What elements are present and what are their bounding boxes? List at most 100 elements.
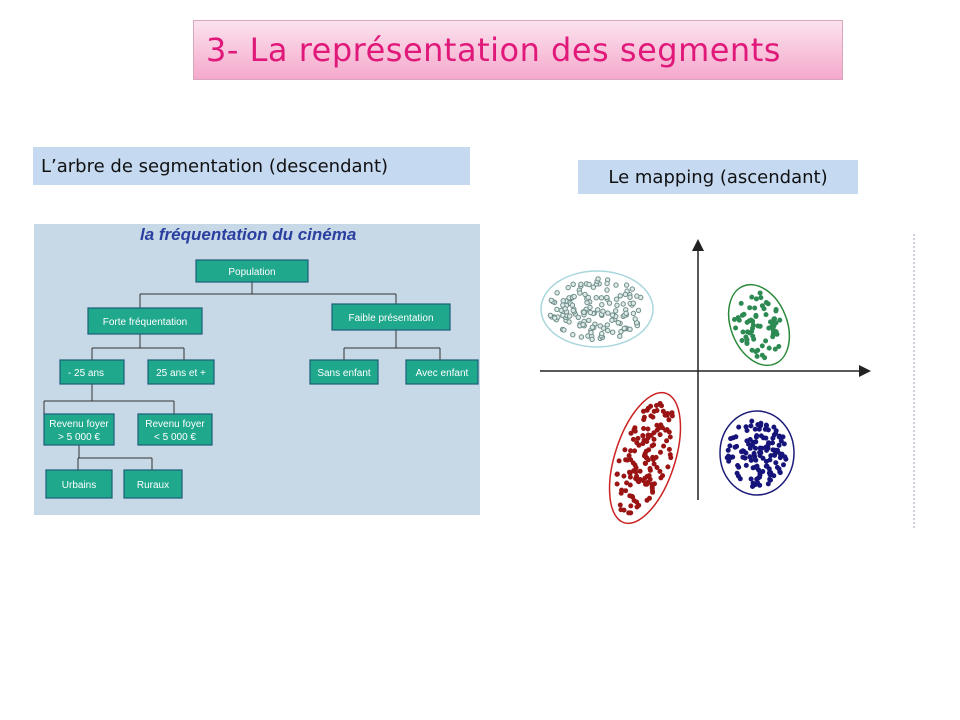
scatter-point: [589, 336, 595, 343]
scatter-point: [654, 427, 660, 433]
scatter-point: [660, 473, 666, 479]
scatter-point: [627, 469, 633, 475]
scatter-point: [552, 315, 558, 321]
scatter-point: [630, 436, 636, 442]
scatter-point: [645, 435, 651, 441]
node-revenu-haut-label-2: > 5 000 €: [58, 432, 100, 443]
node-sans-enfant-label: Sans enfant: [317, 368, 371, 379]
scatter-point: [628, 503, 634, 509]
scatter-point: [747, 330, 753, 336]
scatter-point: [753, 312, 759, 318]
scatter-point: [617, 293, 624, 299]
scatter-point: [643, 481, 649, 487]
scatter-point: [570, 281, 576, 287]
scatter-point: [749, 347, 755, 353]
scatter-point: [752, 305, 758, 311]
node-forte-label: Forte fréquentation: [103, 317, 188, 328]
scatter-point: [595, 276, 601, 282]
scatter-point: [595, 307, 601, 313]
scatter-point: [627, 482, 633, 488]
scatter-point: [778, 438, 784, 444]
scatter-point: [758, 295, 764, 301]
scatter-point: [636, 502, 642, 508]
scatter-point: [766, 325, 772, 331]
scatter-point: [738, 300, 744, 306]
scatter-point: [777, 317, 783, 323]
scatter-point: [663, 427, 669, 433]
scatter-point: [635, 435, 641, 441]
scatter-point: [652, 481, 658, 487]
scatter-point: [633, 469, 639, 475]
scatter-point: [665, 464, 671, 470]
scatter-point: [582, 291, 588, 298]
node-moins-25-ans: [59, 359, 125, 385]
scatter-point: [569, 302, 576, 308]
scatter-point: [587, 309, 594, 316]
node-revenu-haut-label-1: Revenu foyer: [49, 419, 109, 430]
scatter-point: [622, 447, 628, 453]
scatter-point: [740, 454, 746, 460]
scatter-point: [772, 452, 778, 458]
scatter-point: [578, 281, 584, 287]
scatter-point: [623, 457, 629, 463]
cluster-red-points: [614, 401, 675, 516]
cluster-grey-ellipse: [540, 270, 654, 348]
scatter-point: [578, 334, 585, 340]
scatter-point: [739, 312, 745, 318]
scatter-point: [641, 408, 647, 414]
scatter-point: [754, 353, 760, 359]
scatter-point: [619, 487, 625, 493]
scatter-point: [752, 426, 758, 432]
scatter-point: [593, 295, 599, 301]
scatter-point: [776, 466, 782, 472]
scatter-point: [743, 462, 749, 468]
scatter-point: [736, 473, 742, 479]
scatter-point: [604, 280, 610, 287]
scatter-point: [763, 435, 769, 441]
scatter-point: [669, 413, 675, 419]
slide-title-box: 3- La représentation des segments: [193, 20, 843, 80]
scatter-point: [760, 455, 766, 461]
scatter-point: [614, 481, 620, 487]
scatter-point: [743, 450, 749, 456]
node-forte-frequentation: [87, 307, 203, 335]
scatter-point: [664, 438, 670, 444]
scatter-point: [743, 424, 749, 430]
scatter-point: [604, 287, 610, 293]
scatter-point: [570, 332, 576, 338]
scatter-point: [771, 424, 777, 430]
scatter-point: [627, 474, 633, 480]
scatter-point: [763, 459, 769, 465]
scatter-point: [571, 293, 577, 300]
scatter-point: [589, 324, 596, 331]
scatter-point: [617, 502, 623, 508]
cluster-red-ellipse: [608, 391, 682, 525]
scatter-point: [630, 300, 637, 306]
scatter-point: [733, 325, 739, 331]
scatter-point: [640, 433, 646, 439]
scatter-point: [748, 423, 754, 429]
scatter-point: [581, 309, 587, 316]
scatter-point: [647, 476, 653, 482]
scatter-point: [747, 305, 753, 311]
scatter-point: [654, 408, 660, 414]
scatter-point: [597, 323, 603, 329]
scatter-point: [658, 449, 664, 455]
scatter-point: [763, 312, 769, 318]
scatter-point: [605, 310, 611, 316]
scatter-point: [640, 478, 646, 484]
scatter-point: [621, 473, 627, 479]
node-revenu-bas-label-2: < 5 000 €: [154, 432, 196, 443]
scatter-point: [623, 310, 629, 317]
scatter-point: [736, 317, 742, 323]
scatter-point: [770, 435, 776, 441]
scatter-point: [612, 308, 619, 314]
scatter-point: [763, 338, 769, 344]
scatter-point: [554, 290, 560, 296]
scatter-point: [773, 308, 779, 314]
scatter-point: [755, 480, 761, 486]
scatter-point: [616, 458, 622, 464]
scatter-point: [577, 290, 583, 296]
scatter-point: [725, 447, 731, 453]
scatter-point: [666, 446, 672, 452]
